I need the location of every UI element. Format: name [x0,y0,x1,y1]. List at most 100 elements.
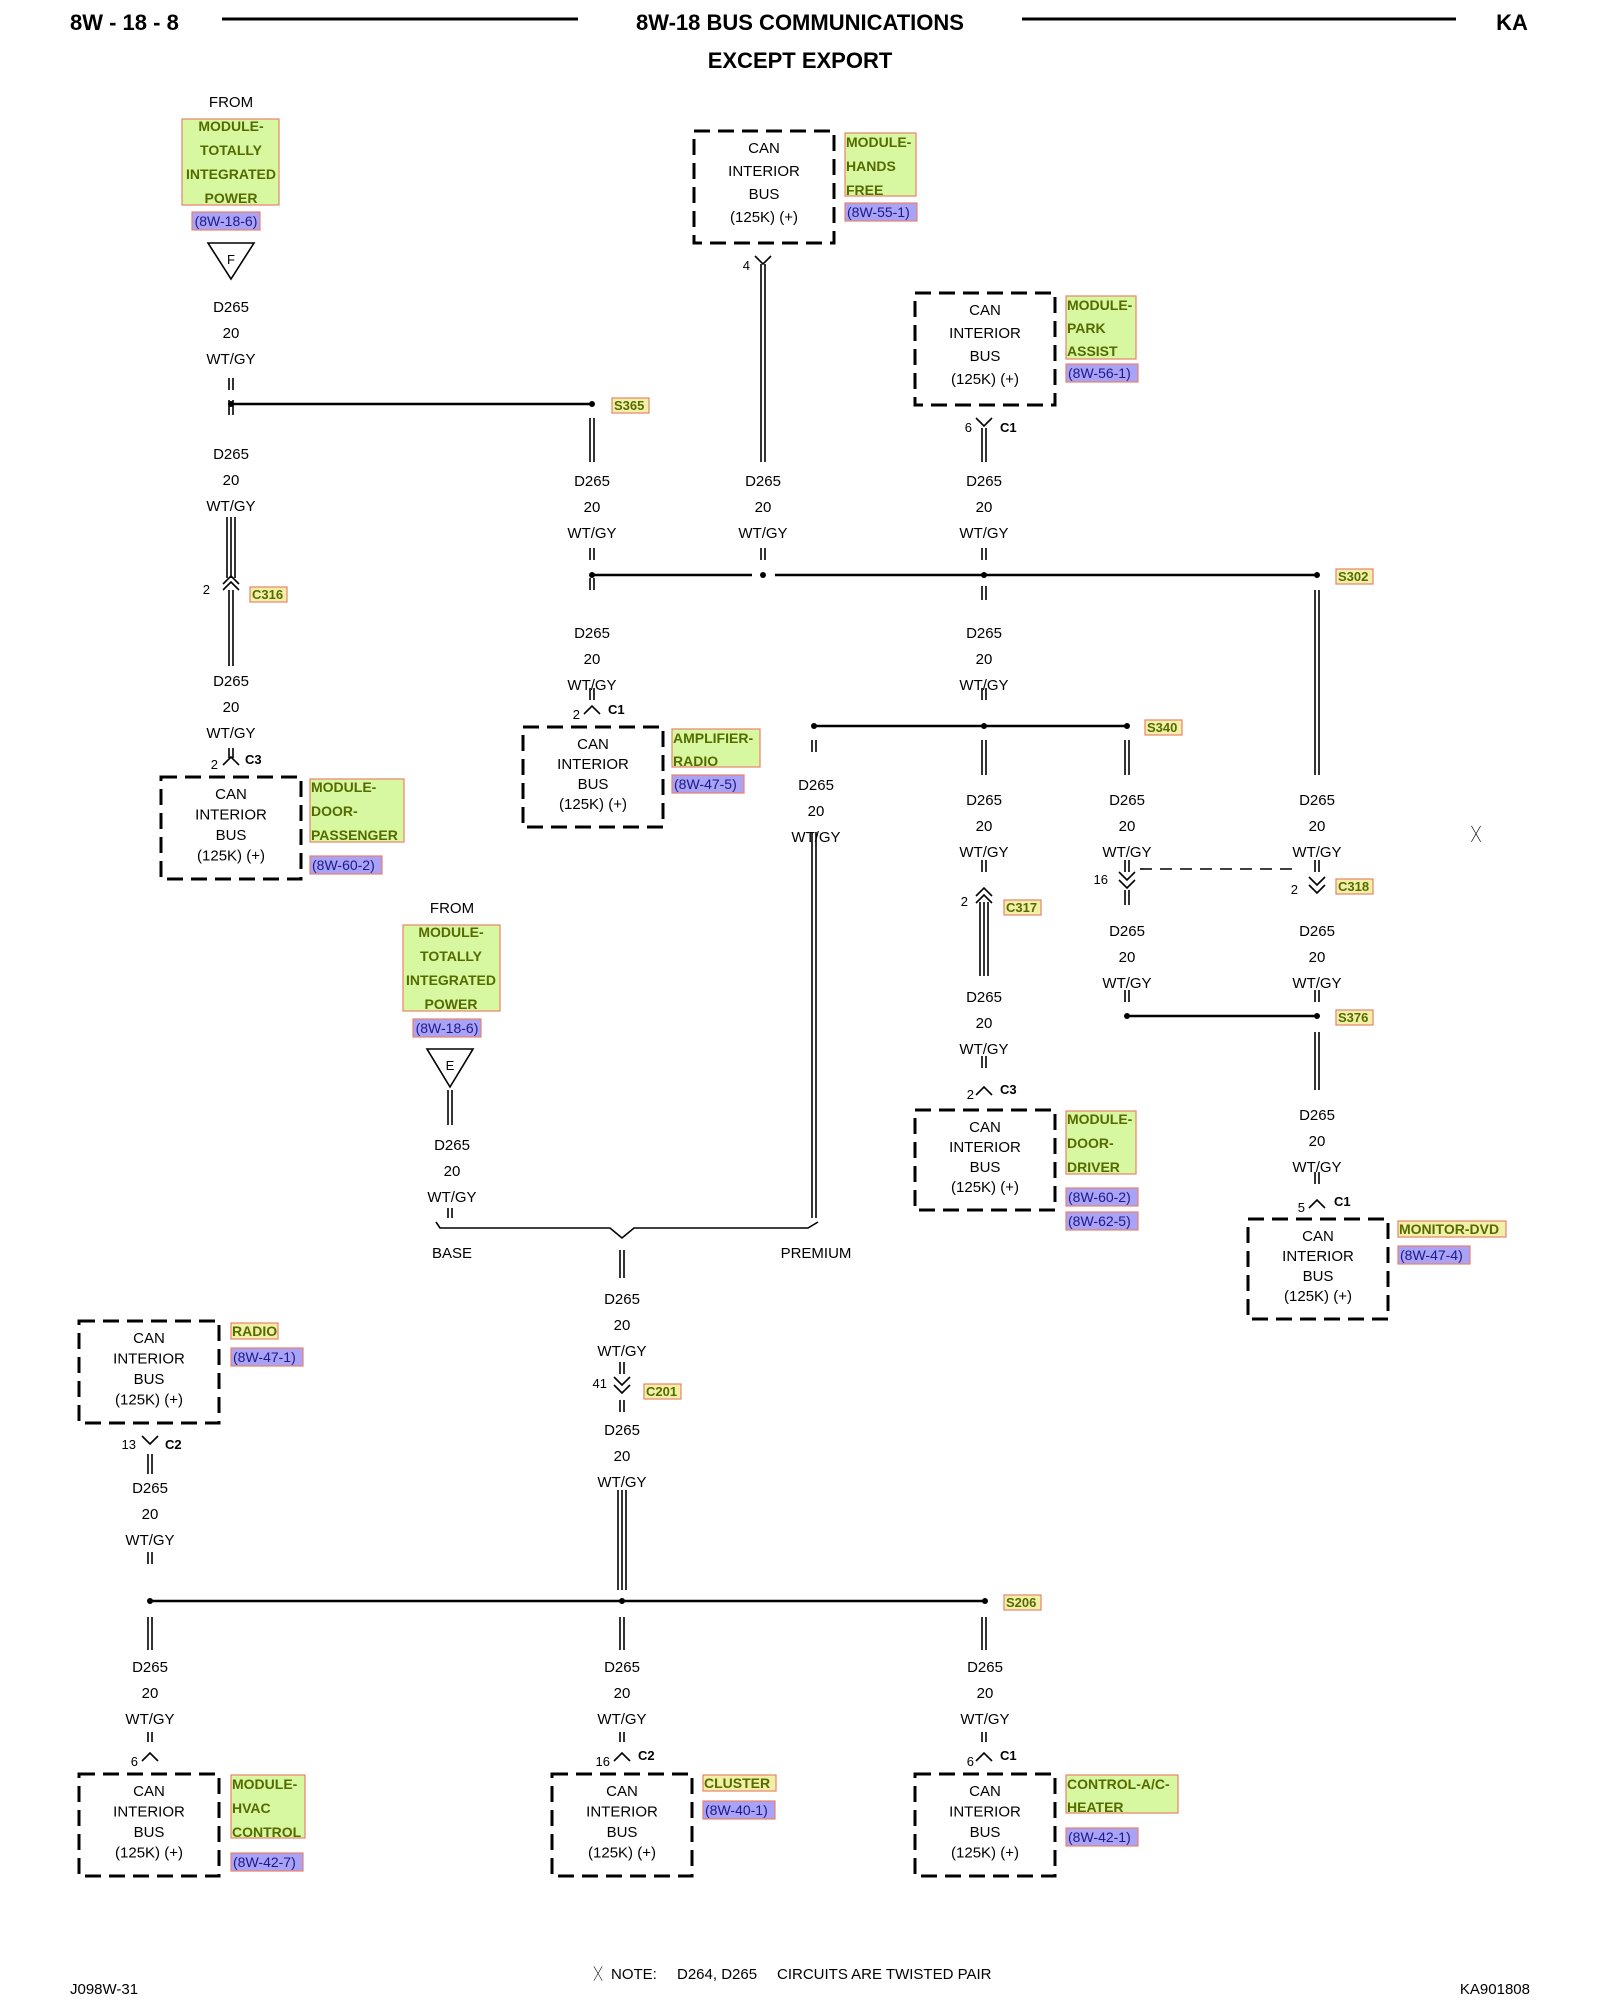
can-box-outline [159,775,303,881]
model-code: KA [1496,10,1528,35]
wire-gauge-label: 20 [142,1685,159,1702]
pin-number: 13 [122,1437,136,1452]
wire-gauge-label: 20 [976,1015,993,1032]
wire-circuit-label: D265 [1299,923,1335,940]
connector-label[interactable]: C316 [252,587,283,602]
connector-male-icon [1118,879,1136,890]
pin-number: 2 [203,582,210,597]
page-reference[interactable]: (8W-62-5) [1068,1213,1131,1229]
connector-id: C1 [1334,1194,1351,1209]
wire-circuit-label: D265 [132,1659,168,1676]
can-box-text: BUS [970,1824,1001,1841]
page-reference[interactable]: (8W-18-6) [416,1020,479,1036]
wire-color-label: WT/GY [125,1532,174,1549]
can-box-text: CAN [133,1330,165,1347]
page-reference[interactable]: (8W-42-7) [233,1854,296,1870]
can-box-text: CAN [133,1783,165,1800]
connector-label[interactable]: C318 [1338,879,1369,894]
module-label-line: DOOR- [311,803,358,819]
connector-id: C2 [165,1437,182,1452]
footer-left-code: J098W-31 [70,1981,138,1998]
wire-gauge-label: 20 [1309,818,1326,835]
wire-circuit-label: D265 [1299,792,1335,809]
page-reference[interactable]: (8W-56-1) [1068,365,1131,381]
wire-circuit-label: D265 [745,473,781,490]
page-reference[interactable]: (8W-47-4) [1400,1247,1463,1263]
can-box-text: CAN [748,140,780,157]
can-box-text: (125K) (+) [1284,1288,1352,1305]
connector-female-icon [222,574,240,585]
splice-dot [1124,723,1130,729]
can-box-text: (125K) (+) [951,1179,1019,1196]
pin-number: 16 [1094,872,1108,887]
wire-gauge-label: 20 [614,1317,631,1334]
page-reference[interactable]: (8W-60-2) [1068,1189,1131,1205]
pin-number: 5 [1298,1200,1305,1215]
splice-label[interactable]: S365 [614,398,644,413]
wire-color-label: WT/GY [960,1711,1009,1728]
can-box-outline [913,291,1057,407]
can-box-text: (125K) (+) [951,371,1019,388]
pin-number: 2 [211,757,218,772]
module-label-line: CONTROL-A/C- [1067,1776,1170,1792]
module-label-line: PARK [1067,320,1106,336]
pin-number: 2 [967,1087,974,1102]
wire-color-label: WT/GY [1102,844,1151,861]
page-reference[interactable]: (8W-42-1) [1068,1829,1131,1845]
wire-color-label: WT/GY [738,525,787,542]
footer-right-code: KA901808 [1460,1981,1530,1998]
can-box-text: CAN [969,302,1001,319]
connector-label[interactable]: C317 [1006,900,1037,915]
wire-gauge-label: 20 [976,818,993,835]
splice-dot [147,1598,153,1604]
connector-male-icon [975,1751,993,1762]
module-label-line: HANDS [846,158,896,174]
can-box-text: BUS [607,1824,638,1841]
page-reference[interactable]: (8W-47-1) [233,1349,296,1365]
can-box-text: (125K) (+) [197,848,265,865]
splice-label[interactable]: S376 [1338,1010,1368,1025]
connector-label[interactable]: C201 [646,1384,677,1399]
module-label-line: DRIVER [1067,1159,1120,1175]
connector-id: C1 [608,702,625,717]
module-label-line: MONITOR-DVD [1399,1221,1499,1237]
can-box-outline [77,1772,221,1878]
module-label-line: TOTALLY [200,142,263,158]
can-box-text: (125K) (+) [559,796,627,813]
can-box-outline [77,1319,221,1425]
page-reference[interactable]: (8W-18-6) [195,213,258,229]
splice-label[interactable]: S206 [1006,1595,1036,1610]
wire-color-label: WT/GY [959,677,1008,694]
wire-gauge-label: 20 [1119,818,1136,835]
connector-female-icon [975,893,993,904]
wire-gauge-label: 20 [808,803,825,820]
footer-note-circuits: D264, D265 [677,1966,757,1983]
module-label-line: MODULE- [1067,1111,1133,1127]
connector-male-icon [222,755,240,766]
wire-gauge-label: 20 [444,1163,461,1180]
c317-group: 2 C317 [961,886,1042,916]
wire-color-label: WT/GY [597,1343,646,1360]
page-reference[interactable]: (8W-40-1) [705,1802,768,1818]
page-reference[interactable]: (8W-47-5) [674,776,737,792]
module-label-line: MODULE- [311,779,377,795]
module-label-line: CONTROL [232,1824,302,1840]
module-label-line: RADIO [232,1323,277,1339]
wire-color-label: WT/GY [206,725,255,742]
connector-male-icon [975,1085,993,1096]
connector-id: C1 [1000,1748,1017,1763]
splice-label[interactable]: S340 [1147,720,1177,735]
wire-gauge-label: 20 [1119,949,1136,966]
splice-label[interactable]: S302 [1338,569,1368,584]
wire-color-label: WT/GY [206,498,255,515]
page-reference[interactable]: (8W-60-2) [312,857,375,873]
wire-circuit-label: D265 [1299,1107,1335,1124]
footer-note-text: CIRCUITS ARE TWISTED PAIR [777,1966,992,1983]
page-reference[interactable]: (8W-55-1) [847,204,910,220]
can-box-text: CAN [969,1783,1001,1800]
